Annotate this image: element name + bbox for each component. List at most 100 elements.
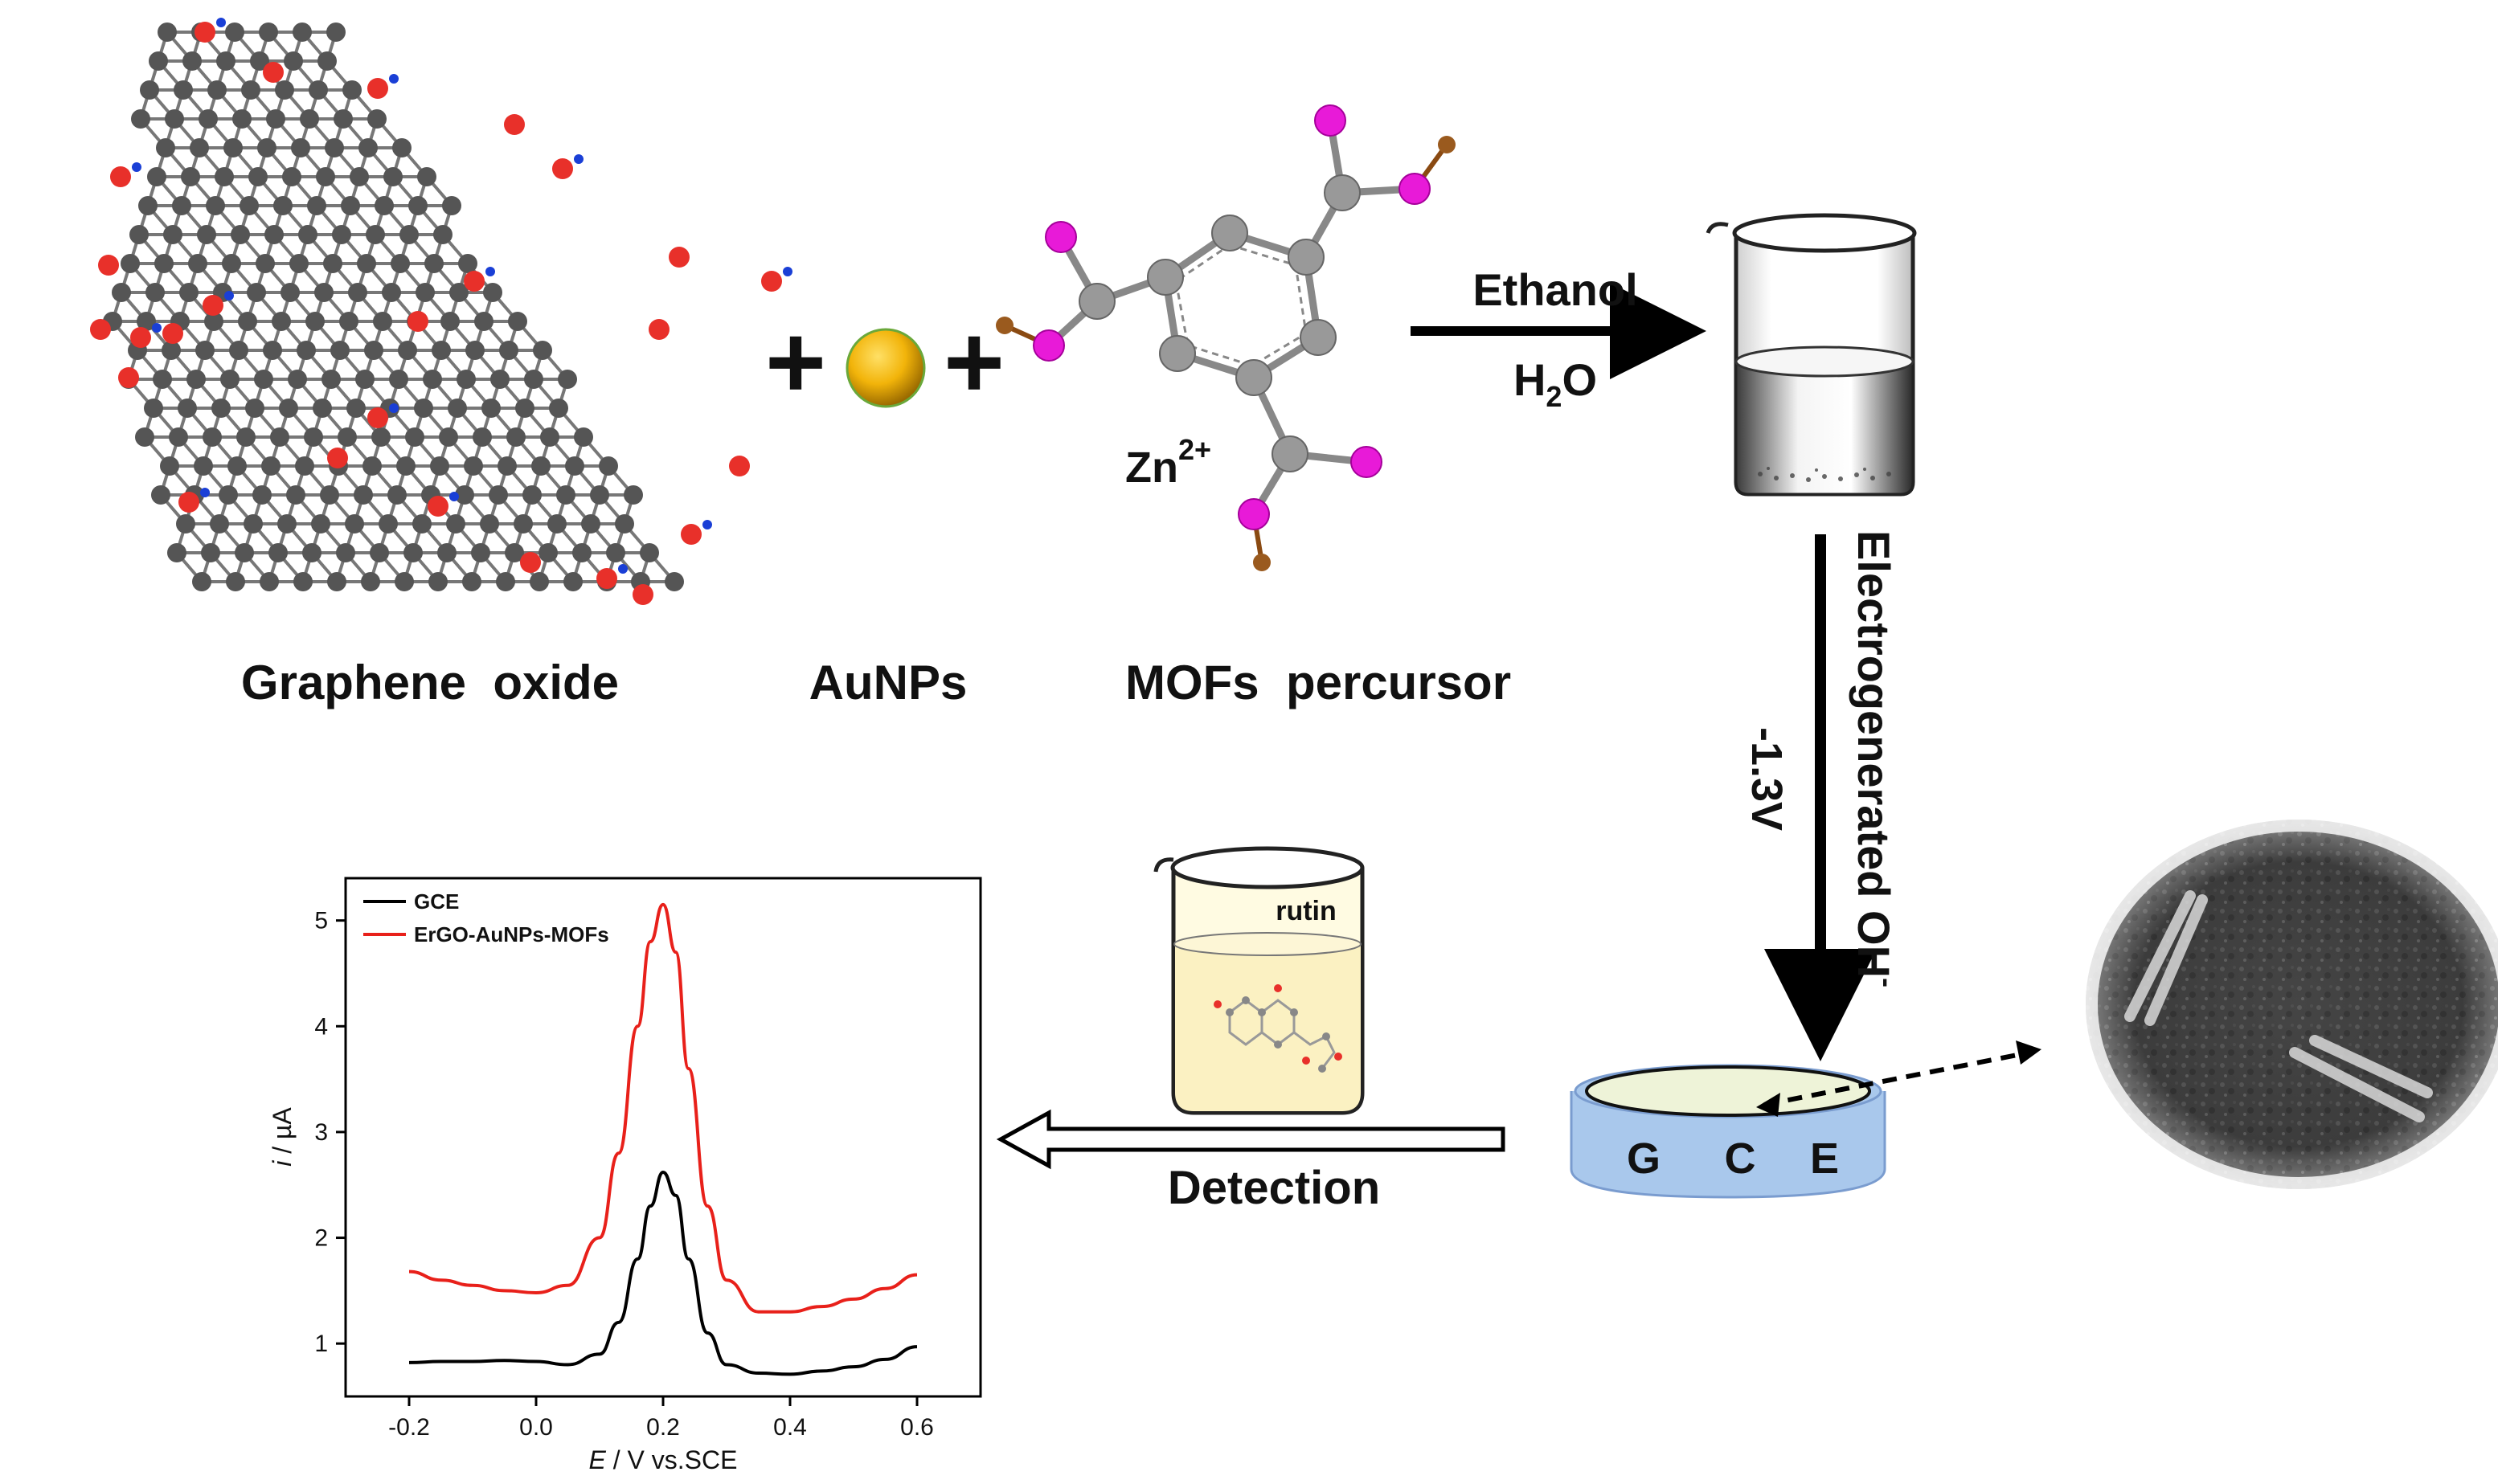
zinc-ion-label: Zn2+: [1125, 433, 1211, 492]
go-oxygen-atom: [596, 568, 617, 589]
x-axis-label: E / V vs.SCE: [589, 1445, 738, 1474]
go-carbon-atom: [325, 138, 344, 157]
go-carbon-atom: [665, 572, 684, 591]
go-hydrogen-atom: [783, 267, 792, 276]
go-carbon-atom: [260, 572, 279, 591]
go-carbon-atom: [229, 341, 248, 360]
go-carbon-atom: [364, 341, 383, 360]
go-oxygen-atom: [98, 255, 119, 276]
go-carbon-atom: [498, 456, 517, 476]
go-carbon-atom: [257, 138, 276, 157]
go-carbon-atom: [416, 283, 435, 302]
go-carbon-atom: [391, 254, 410, 273]
go-carbon-atom: [192, 572, 211, 591]
go-carbon-atom: [366, 225, 385, 244]
go-carbon-atom: [311, 514, 330, 534]
x-axis-italic: E: [589, 1445, 607, 1474]
go-carbon-atom: [446, 514, 465, 534]
go-carbon-atom: [339, 312, 358, 331]
go-carbon-atom: [354, 485, 373, 505]
go-carbon-atom: [235, 543, 254, 562]
go-carbon-atom: [464, 456, 483, 476]
go-carbon-atom: [547, 514, 567, 534]
go-carbon-atom: [442, 196, 461, 215]
go-carbon-atom: [606, 543, 625, 562]
go-carbon-atom: [149, 51, 168, 71]
go-carbon-atom: [323, 254, 342, 273]
go-oxygen-atom: [520, 552, 541, 573]
go-carbon-atom: [428, 572, 448, 591]
zinc-symbol: Zn: [1125, 444, 1178, 492]
sem-micrograph: [2074, 807, 2498, 1201]
x-tick-label: 0.6: [900, 1414, 934, 1441]
go-carbon-atom: [201, 543, 220, 562]
go-hydrogen-atom: [216, 18, 226, 27]
go-carbon-atom: [131, 109, 150, 129]
go-oxygen-atom: [367, 78, 388, 99]
go-carbon-atom: [412, 514, 432, 534]
go-carbon-atom: [250, 51, 269, 71]
go-carbon-atom: [449, 283, 469, 302]
go-carbon-atom: [215, 167, 234, 186]
go-carbon-atom: [225, 22, 244, 42]
go-carbon-atom: [565, 456, 584, 476]
go-carbon-atom: [314, 283, 334, 302]
go-oxygen-atom: [761, 271, 782, 292]
go-carbon-atom: [304, 427, 323, 447]
detection-label: Detection: [1168, 1162, 1380, 1214]
go-carbon-atom: [437, 543, 457, 562]
go-carbon-atom: [254, 370, 273, 389]
go-hydrogen-atom: [132, 162, 141, 172]
water-2: 2: [1546, 380, 1562, 413]
plus-sign-1: +: [765, 303, 826, 420]
go-carbon-atom: [266, 109, 285, 129]
glassy-carbon-electrode: G C E: [1570, 1064, 1886, 1199]
go-carbon-atom: [252, 485, 272, 505]
graphene-oxide-illustration: [90, 18, 792, 605]
go-carbon-atom: [172, 196, 191, 215]
go-hydrogen-atom: [152, 323, 162, 333]
go-carbon-atom: [151, 485, 170, 505]
go-carbon-atom: [414, 399, 433, 418]
zinc-charge: 2+: [1178, 433, 1211, 466]
go-carbon-atom: [455, 485, 474, 505]
sem-arrowhead-left: [1756, 1093, 1780, 1117]
go-hydrogen-atom: [200, 488, 210, 497]
go-carbon-atom: [297, 341, 316, 360]
go-carbon-atom: [211, 399, 231, 418]
go-carbon-atom: [316, 167, 335, 186]
go-carbon-atom: [140, 80, 159, 100]
go-carbon-atom: [197, 225, 216, 244]
go-carbon-atom: [216, 51, 235, 71]
water-o: O: [1562, 354, 1597, 405]
go-carbon-atom: [432, 341, 451, 360]
go-carbon-atom: [424, 254, 444, 273]
go-carbon-atom: [458, 254, 477, 273]
go-carbon-atom: [145, 283, 165, 302]
go-carbon-atom: [473, 427, 492, 447]
go-carbon-atom: [362, 456, 382, 476]
go-carbon-atom: [624, 485, 643, 505]
go-carbon-atom: [231, 225, 250, 244]
go-carbon-atom: [284, 51, 303, 71]
go-carbon-atom: [615, 514, 634, 534]
go-carbon-atom: [563, 572, 583, 591]
graphene-oxide-label: Graphene oxide: [241, 656, 619, 709]
go-hydrogen-atom: [224, 291, 234, 300]
go-carbon-atom: [226, 572, 245, 591]
go-carbon-atom: [289, 254, 309, 273]
go-carbon-atom: [286, 485, 305, 505]
rutin-label: rutin: [1276, 896, 1337, 926]
go-carbon-atom: [259, 22, 278, 42]
go-carbon-atom: [129, 225, 149, 244]
go-carbon-atom: [264, 225, 284, 244]
go-carbon-atom: [423, 370, 442, 389]
go-carbon-atom: [204, 312, 223, 331]
go-hydrogen-atom: [485, 267, 495, 276]
go-carbon-atom: [206, 196, 225, 215]
go-carbon-atom: [348, 283, 367, 302]
plot-frame: [344, 877, 982, 1398]
go-carbon-atom: [392, 138, 412, 157]
